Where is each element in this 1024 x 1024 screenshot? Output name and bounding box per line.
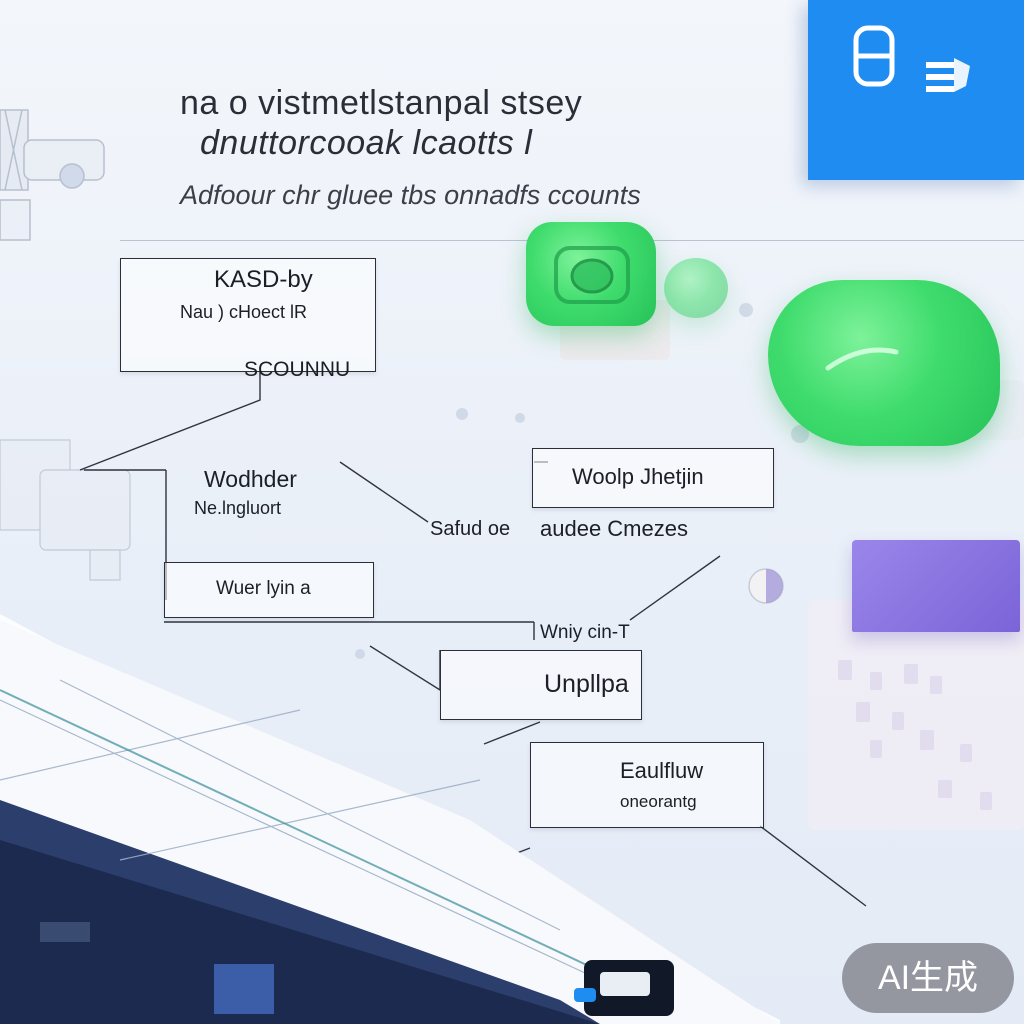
node-kasd-sub: SCOUNNU bbox=[244, 358, 351, 381]
ai-generated-badge: AI生成 bbox=[842, 943, 1014, 1013]
node-wuer-label: Wuer lyin a bbox=[216, 578, 311, 599]
diagram-node-eaulfluw[interactable] bbox=[530, 742, 764, 828]
node-kasd-label: KASD-by bbox=[214, 266, 313, 293]
app-panel bbox=[808, 0, 1024, 180]
diagram-subtitle: Adfoour chr gluee tbs onnadfs ccounts bbox=[180, 180, 641, 210]
diagram-title-line2: dnuttorcooak lcaotts l bbox=[200, 124, 533, 162]
device-illustration bbox=[0, 600, 1024, 1024]
green-bubble-small bbox=[664, 258, 728, 318]
node-wniy-label: Wniy cin-T bbox=[540, 622, 630, 643]
chat-bubble-icon bbox=[768, 280, 1000, 446]
node-kasd-detail: Nau ) cHoect lR bbox=[180, 302, 308, 322]
node-unpllpa-label: Unpllpa bbox=[544, 670, 629, 698]
cube-icon bbox=[852, 540, 1020, 632]
purple-panel-base bbox=[808, 600, 1024, 830]
window-icon bbox=[853, 25, 895, 87]
mid-left-label: Safud oe bbox=[430, 518, 511, 540]
node-eaulfluw-label: Eaulfluw bbox=[620, 758, 704, 783]
node-eaulfluw-detail: oneorantg bbox=[620, 792, 697, 811]
diagram-node-unpllpa[interactable] bbox=[440, 650, 642, 720]
diagram-node-wuer[interactable] bbox=[164, 562, 374, 618]
stack-icon bbox=[926, 58, 970, 92]
node-wodhder-detail: Ne.lngluort bbox=[194, 498, 282, 518]
device-connector bbox=[574, 960, 674, 1016]
mid-right-label: audee Cmezes bbox=[540, 516, 688, 541]
diagram-node-kasd[interactable] bbox=[120, 258, 376, 372]
node-woolp-label: Woolp Jhetjin bbox=[572, 464, 704, 489]
node-wodhder-label: Wodhder bbox=[204, 466, 297, 492]
diagram-node-woolp[interactable] bbox=[532, 448, 774, 508]
half-circle-icon bbox=[748, 568, 784, 604]
diagram-title: na o vistmetlstanpal stsey bbox=[180, 84, 583, 122]
camera-icon bbox=[526, 222, 656, 326]
